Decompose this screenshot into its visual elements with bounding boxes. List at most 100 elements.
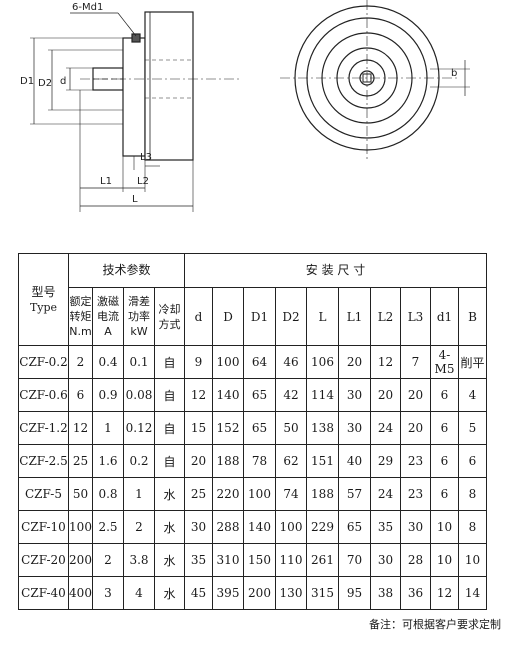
table-cell: 2 bbox=[123, 510, 155, 544]
technical-drawing: 6-Md1 D1 D2 d L1 L2 L3 L b bbox=[20, 0, 470, 212]
table-cell: 6 bbox=[458, 444, 487, 478]
table-cell: 水 bbox=[154, 543, 185, 577]
table-cell: 0.12 bbox=[123, 411, 155, 445]
dim-D2-label: D2 bbox=[38, 78, 52, 89]
table-cell: 2 bbox=[68, 345, 93, 379]
table-cell: 100 bbox=[275, 510, 307, 544]
dim-col-header: L3 bbox=[400, 287, 431, 346]
table-cell: 100 bbox=[243, 477, 276, 511]
table-cell: 自 bbox=[154, 411, 185, 445]
dim-col-header: L2 bbox=[370, 287, 401, 346]
model-cell: CZF-0.6 bbox=[18, 378, 69, 412]
table-cell: 8 bbox=[458, 510, 487, 544]
dim-col-header: D2 bbox=[275, 287, 307, 346]
table-cell: 65 bbox=[243, 411, 276, 445]
table-cell: 29 bbox=[370, 444, 401, 478]
tech-header: 技术参数 bbox=[68, 253, 185, 288]
table-cell: 12 bbox=[68, 411, 93, 445]
table-cell: 0.1 bbox=[123, 345, 155, 379]
callout-label: 6-Md1 bbox=[72, 2, 103, 13]
footnote: 备注：可根据客户要求定制 bbox=[369, 618, 501, 631]
table-cell: 140 bbox=[212, 378, 244, 412]
dim-col-header: L1 bbox=[338, 287, 371, 346]
table-cell: 35 bbox=[184, 543, 213, 577]
table-cell: 30 bbox=[184, 510, 213, 544]
table-cell: 24 bbox=[370, 477, 401, 511]
table-cell: 30 bbox=[338, 411, 371, 445]
front-view bbox=[280, 0, 470, 160]
table-cell: 28 bbox=[400, 543, 431, 577]
table-cell: 自 bbox=[154, 345, 185, 379]
dim-L1-label: L1 bbox=[100, 176, 112, 187]
cooling-header: 冷却方式 bbox=[154, 287, 185, 346]
table-cell: 200 bbox=[68, 543, 93, 577]
table-cell: 1 bbox=[92, 411, 124, 445]
table-cell: 自 bbox=[154, 444, 185, 478]
model-cell: CZF-10 bbox=[18, 510, 69, 544]
dim-D1-label: D1 bbox=[20, 76, 34, 87]
table-cell: 200 bbox=[243, 576, 276, 610]
table-cell: 40 bbox=[338, 444, 371, 478]
table-cell: 7 bbox=[400, 345, 431, 379]
table-cell: 100 bbox=[68, 510, 93, 544]
table-cell: 95 bbox=[338, 576, 371, 610]
table-cell: 25 bbox=[68, 444, 93, 478]
side-view bbox=[30, 11, 240, 212]
dim-col-header: L bbox=[306, 287, 339, 346]
dim-col-header: d1 bbox=[430, 287, 459, 346]
table-cell: 6 bbox=[430, 444, 459, 478]
table-cell: 25 bbox=[184, 477, 213, 511]
dim-L2-label: L2 bbox=[137, 176, 149, 187]
dim-col-header: B bbox=[458, 287, 487, 346]
table-cell: 23 bbox=[400, 477, 431, 511]
table-cell: 水 bbox=[154, 477, 185, 511]
table-cell: 395 bbox=[212, 576, 244, 610]
table-cell: 30 bbox=[400, 510, 431, 544]
table-cell: 315 bbox=[306, 576, 339, 610]
table-cell: 151 bbox=[306, 444, 339, 478]
table-cell: 20 bbox=[184, 444, 213, 478]
table-cell: 46 bbox=[275, 345, 307, 379]
dim-b-label: b bbox=[451, 68, 457, 79]
table-cell: 57 bbox=[338, 477, 371, 511]
table-cell: 23 bbox=[400, 444, 431, 478]
table-cell: 20 bbox=[370, 378, 401, 412]
table-cell: 130 bbox=[275, 576, 307, 610]
table-cell: 1.6 bbox=[92, 444, 124, 478]
table-cell: 3 bbox=[92, 576, 124, 610]
table-cell: 水 bbox=[154, 510, 185, 544]
dim-d-label: d bbox=[60, 76, 66, 87]
table-cell: 6 bbox=[430, 477, 459, 511]
table-cell: 0.4 bbox=[92, 345, 124, 379]
table-cell: 38 bbox=[370, 576, 401, 610]
table-cell: 188 bbox=[306, 477, 339, 511]
table-cell: 50 bbox=[68, 477, 93, 511]
table-cell: 78 bbox=[243, 444, 276, 478]
table-cell: 0.9 bbox=[92, 378, 124, 412]
table-cell: 2 bbox=[92, 543, 124, 577]
table-cell: 2.5 bbox=[92, 510, 124, 544]
table-cell: 4-M5 bbox=[430, 345, 459, 379]
table-cell: 6 bbox=[68, 378, 93, 412]
table-cell: 8 bbox=[458, 477, 487, 511]
table-cell: 220 bbox=[212, 477, 244, 511]
table-cell: 45 bbox=[184, 576, 213, 610]
table-cell: 65 bbox=[338, 510, 371, 544]
table-cell: 自 bbox=[154, 378, 185, 412]
table-cell: 6 bbox=[430, 378, 459, 412]
dim-col-header: d bbox=[184, 287, 213, 346]
table-cell: 15 bbox=[184, 411, 213, 445]
table-cell: 106 bbox=[306, 345, 339, 379]
table-cell: 62 bbox=[275, 444, 307, 478]
table-cell: 0.08 bbox=[123, 378, 155, 412]
